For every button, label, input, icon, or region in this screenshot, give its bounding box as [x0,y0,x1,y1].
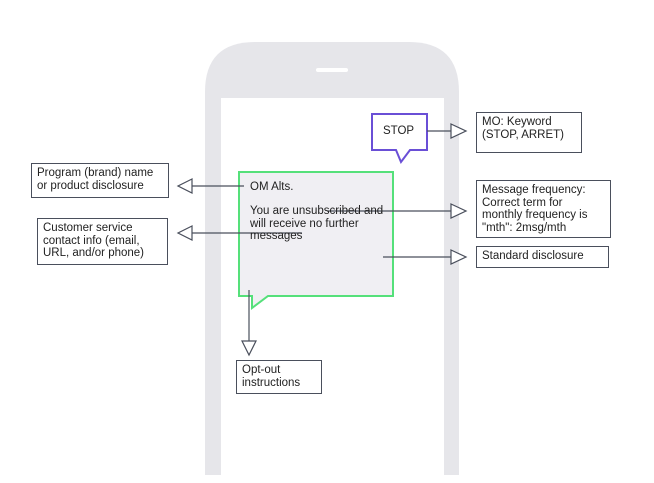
label-mo-keyword: MO: Keyword (STOP, ARRET) [476,112,582,153]
message-body-text: You are unsubscribed and will receive no… [250,205,384,242]
arrowhead-program-name [176,178,193,194]
label-program-name: Program (brand) name or product disclosu… [31,163,169,198]
connectors [176,123,468,357]
label-opt-out: Opt-out instructions [236,360,322,394]
label-standard-disclosure: Standard disclosure [476,246,609,268]
arrowhead-standard-disclosure [450,249,468,265]
label-message-frequency: Message frequency: Correct term for mont… [476,180,611,238]
arrowhead-mo-keyword [450,123,468,139]
stop-bubble [371,113,428,164]
message-brand-text: OM Alts. [250,181,294,193]
label-customer-service: Customer service contact info (email, UR… [37,218,168,265]
arrowhead-customer-service [176,225,193,241]
phone-speaker [316,68,348,72]
stop-keyword-text: STOP [383,125,415,137]
message-bubble [238,171,394,310]
arrowhead-opt-out [241,340,257,357]
arrowhead-message-frequency [450,203,468,219]
